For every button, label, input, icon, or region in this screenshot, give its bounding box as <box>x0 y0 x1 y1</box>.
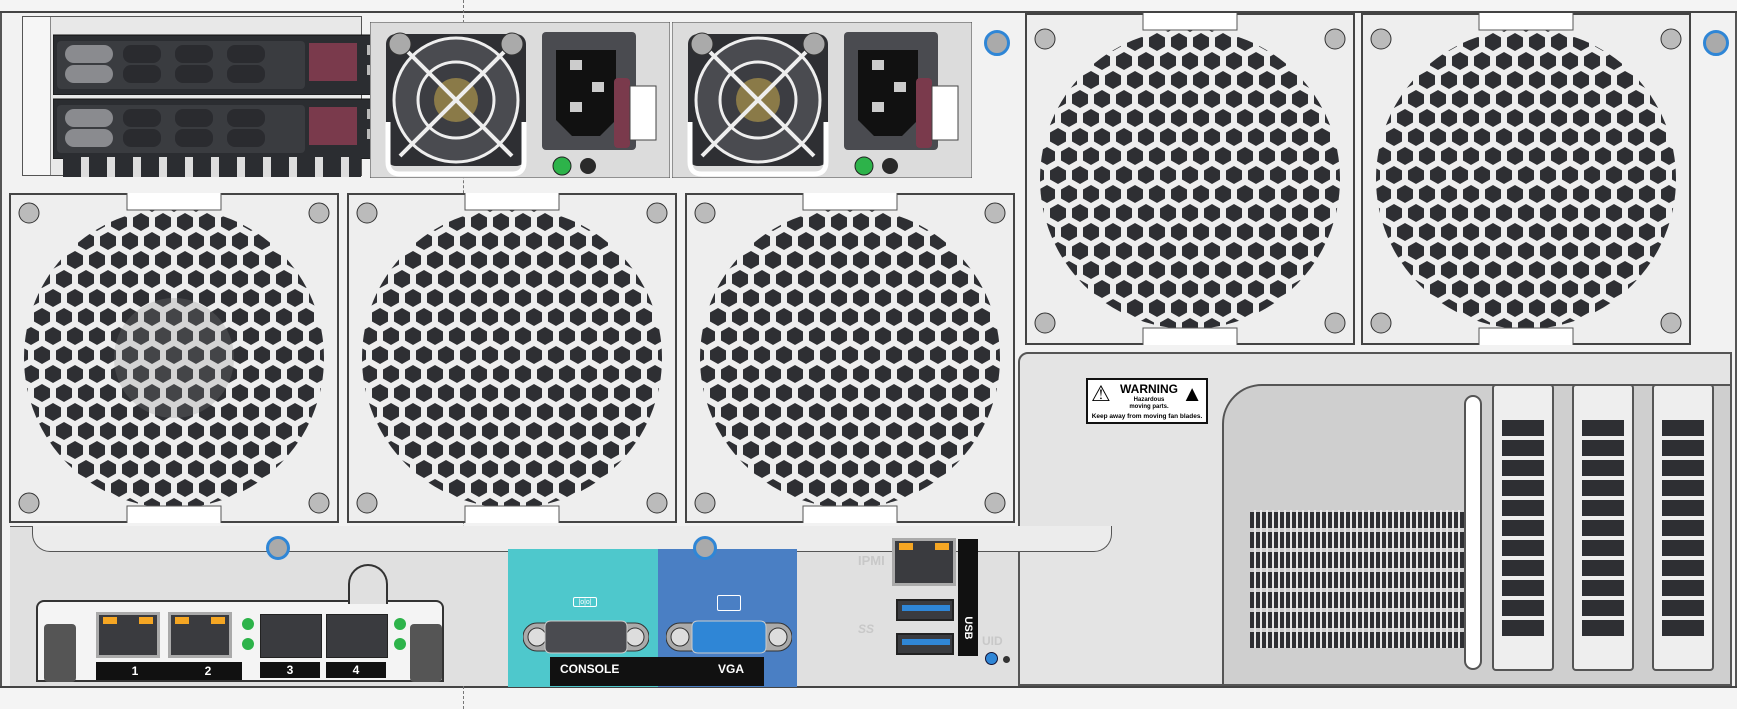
warning-line-1: Hazardous <box>1133 397 1165 403</box>
nic-port-2[interactable] <box>168 612 232 658</box>
nic-latch-left[interactable] <box>44 624 76 682</box>
thumbscrew-top-right[interactable] <box>1703 30 1729 56</box>
monitor-icon <box>717 595 741 611</box>
warning-triangle-icon: ⚠ <box>1091 381 1111 406</box>
drive-cage <box>22 16 386 177</box>
status-led <box>394 618 406 630</box>
uid-led <box>1003 656 1010 663</box>
drive-tray-icon <box>53 34 386 95</box>
fan-grille-icon <box>9 193 339 523</box>
usb-port-1[interactable] <box>896 599 954 621</box>
uid-button[interactable] <box>985 652 998 665</box>
usb-superspeed-icon: SS <box>858 622 875 636</box>
fan-3[interactable] <box>685 193 1015 523</box>
drive-tray-icon <box>53 98 386 159</box>
pcie-retainer <box>1464 395 1482 670</box>
riser-vent <box>1250 510 1465 648</box>
power-supply-1[interactable] <box>370 22 670 178</box>
warning-heading: WARNING <box>1120 382 1178 396</box>
fan-grille-icon <box>1361 13 1691 345</box>
fan-2[interactable] <box>347 193 677 523</box>
pcie-slot-2[interactable] <box>1572 384 1634 671</box>
console-vga-label-bar <box>550 657 764 686</box>
fan-5[interactable] <box>1361 13 1691 345</box>
ipmi-label: IPMI <box>858 553 885 568</box>
thumbscrew-io-center[interactable] <box>693 536 717 560</box>
drive-cage-bezel <box>23 17 51 175</box>
ipmi-port[interactable] <box>892 538 956 586</box>
usb-port-2[interactable] <box>896 633 954 655</box>
fan-grille-icon <box>685 193 1015 523</box>
warning-line-2: moving parts. <box>1129 404 1169 410</box>
usb-tongue <box>902 639 950 645</box>
console-label: CONSOLE <box>560 662 620 676</box>
nic-screw[interactable] <box>348 564 388 604</box>
psu-icon <box>672 22 972 178</box>
pcie-slot-1[interactable] <box>1492 384 1554 671</box>
status-led <box>394 638 406 650</box>
warning-line-3: Keep away from moving fan blades. <box>1091 413 1203 420</box>
pcie-slot-3[interactable] <box>1652 384 1714 671</box>
status-led <box>242 638 254 650</box>
fan-grille-icon <box>347 193 677 523</box>
console-port[interactable] <box>523 617 649 657</box>
pcie-vent <box>1502 416 1544 636</box>
port-label-1: 1 <box>96 662 174 680</box>
nic-card: 1 2 3 4 <box>36 564 444 682</box>
fan-hazard-icon: ▲ <box>1181 381 1203 406</box>
fan-grille-icon <box>1025 13 1355 345</box>
vga-port[interactable] <box>666 617 792 657</box>
nic-port-4[interactable] <box>326 614 388 658</box>
fan-1[interactable] <box>9 193 339 523</box>
activity-led <box>211 617 225 624</box>
drive-cage-vent <box>63 157 361 177</box>
nic-latch-right[interactable] <box>410 624 442 682</box>
top-strip <box>0 0 1737 13</box>
link-led <box>175 617 189 624</box>
fan-4[interactable] <box>1025 13 1355 345</box>
nic-port-1[interactable] <box>96 612 160 658</box>
uid-label: UID <box>982 634 1003 648</box>
thumbscrew-top[interactable] <box>984 30 1010 56</box>
vga-label: VGA <box>718 662 745 676</box>
bottom-strip <box>0 686 1737 709</box>
usb-label: USB <box>962 616 974 640</box>
thumbscrew-io-left[interactable] <box>266 536 290 560</box>
drive-bay-2[interactable] <box>53 95 391 159</box>
pcie-vent <box>1662 416 1704 636</box>
pcie-vent <box>1582 416 1624 636</box>
nic-port-3[interactable] <box>260 614 322 658</box>
status-led <box>242 618 254 630</box>
serial-icon: |o|o| <box>573 597 597 607</box>
activity-led <box>935 543 949 550</box>
port-label-4: 4 <box>326 662 386 678</box>
usb-label-bar <box>958 539 978 656</box>
power-supply-2[interactable] <box>672 22 972 178</box>
link-led <box>899 543 913 550</box>
drive-bay-1[interactable] <box>53 31 391 95</box>
warning-label: ⚠ ▲ WARNING Hazardous moving parts. Keep… <box>1086 378 1208 424</box>
activity-led <box>139 617 153 624</box>
psu-icon <box>370 22 670 178</box>
port-label-2: 2 <box>174 662 242 680</box>
usb-tongue <box>902 605 950 611</box>
link-led <box>103 617 117 624</box>
port-label-3: 3 <box>260 662 320 678</box>
